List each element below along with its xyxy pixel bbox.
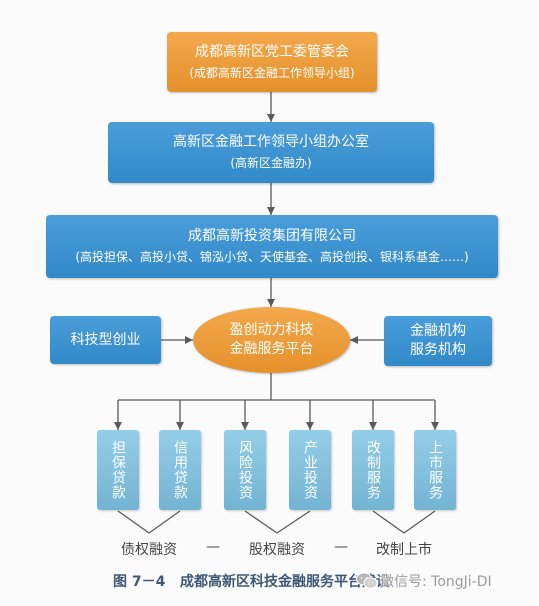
- tech-startup-box: 科技型创业: [50, 316, 161, 364]
- service-box-restructuring: 改制服务: [352, 430, 394, 510]
- service-box-venture-capital: 风险投资: [224, 430, 266, 510]
- investment-group-box: 成都高新投资集团有限公司 (高投担保、高投小贷、锦泓小贷、天使基金、高投创投、银…: [46, 215, 498, 278]
- service-label: 风险投资: [237, 440, 253, 500]
- service-label: 改制服务: [365, 440, 381, 500]
- service-box-credit-loan: 信用贷款: [159, 430, 201, 510]
- watermark-text: 微信号: TongJi-DI: [380, 574, 492, 590]
- category-debt-financing: 债权融资: [121, 542, 177, 558]
- wechat-icon: [356, 572, 378, 589]
- category-separator: —: [334, 539, 348, 555]
- figure-number: 图 7－4: [113, 574, 166, 590]
- merge-line-service-4: [372, 510, 405, 534]
- investment-group-title: 成都高新投资集团有限公司: [188, 228, 356, 245]
- institutions-box: 金融机构 服务机构: [384, 316, 492, 366]
- party-committee-box: 成都高新区党工委管委会 (成都高新区金融工作领导小组): [167, 32, 377, 92]
- institutions-line1: 金融机构: [410, 323, 466, 340]
- merge-line-service-0: [117, 510, 150, 534]
- service-box-listing: 上市服务: [414, 430, 456, 510]
- category-restructuring-listing: 改制上市: [376, 542, 432, 558]
- investment-group-subtitle: (高投担保、高投小贷、锦泓小贷、天使基金、高投创投、银科系基金……): [75, 250, 469, 265]
- service-label: 上市服务: [427, 440, 443, 500]
- service-platform-line1: 盈创动力科技: [229, 322, 314, 339]
- merge-line-service-1: [148, 510, 181, 534]
- institutions-line2: 服务机构: [410, 342, 466, 358]
- figure-title: 成都高新区科技金融服务平台建设: [180, 574, 390, 590]
- service-platform-oval: 盈创动力科技 金融服务平台: [193, 307, 350, 373]
- tech-startup-label: 科技型创业: [70, 331, 141, 348]
- merge-line-service-5: [403, 510, 436, 534]
- merge-line-service-2: [244, 510, 278, 534]
- finance-office-subtitle: (高新区金融办): [230, 156, 312, 171]
- finance-office-box: 高新区金融工作领导小组办公室 (高新区金融办): [108, 122, 434, 183]
- merge-line-service-3: [276, 510, 311, 534]
- category-separator: —: [206, 539, 220, 555]
- service-label: 担保贷款: [110, 440, 126, 500]
- service-label: 信用贷款: [172, 440, 188, 500]
- party-committee-subtitle: (成都高新区金融工作领导小组): [189, 65, 355, 80]
- service-label: 产业投资: [302, 440, 318, 500]
- service-box-industry-investment: 产业投资: [289, 430, 331, 510]
- finance-office-title: 高新区金融工作领导小组办公室: [173, 134, 369, 151]
- party-committee-title: 成都高新区党工委管委会: [195, 43, 349, 60]
- service-platform-line2: 金融服务平台: [229, 341, 314, 357]
- category-equity-financing: 股权融资: [249, 542, 305, 558]
- service-box-guarantee-loan: 担保贷款: [97, 430, 139, 510]
